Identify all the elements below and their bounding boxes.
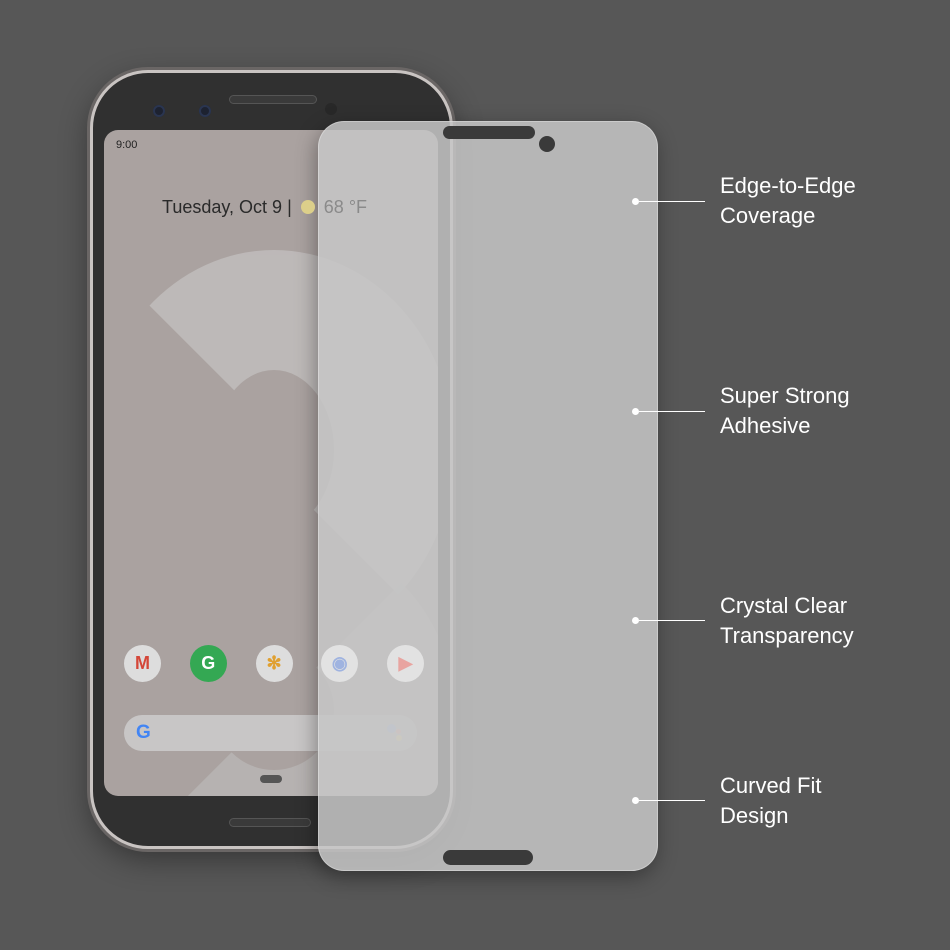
earpiece-speaker [229, 95, 317, 104]
proximity-sensor [325, 103, 337, 115]
front-camera-icon [153, 105, 165, 117]
date-weather: Tuesday, Oct 9 | 68 °F [162, 197, 367, 218]
front-camera-icon [199, 105, 211, 117]
callout-pointer [632, 797, 705, 804]
separator: | [287, 197, 292, 217]
chrome-icon[interactable]: ◉ [321, 645, 359, 682]
earpiece-cutout [443, 126, 535, 139]
youtube-icon[interactable]: ▶ [387, 645, 424, 682]
temperature: 68 °F [323, 197, 368, 217]
gmail-icon[interactable]: M [124, 645, 161, 682]
photos-icon[interactable]: ✻ [255, 645, 293, 682]
screen-protector-film [318, 121, 658, 871]
callout-pointer [632, 198, 705, 205]
maps-icon[interactable]: G [189, 645, 227, 682]
sensor-cutout [539, 136, 555, 152]
date-text: Tuesday, Oct 9 [162, 197, 283, 217]
callout-pointer [632, 617, 705, 624]
google-logo: G [136, 722, 151, 743]
status-time: 9:00 [116, 139, 138, 151]
speaker-cutout [443, 850, 533, 865]
home-indicator [260, 775, 282, 783]
app-dock: M G ✻ ◉ ▶ [124, 645, 424, 682]
weather-sun-icon [300, 200, 315, 214]
bottom-speaker [229, 818, 311, 827]
callout-pointer [632, 408, 705, 415]
